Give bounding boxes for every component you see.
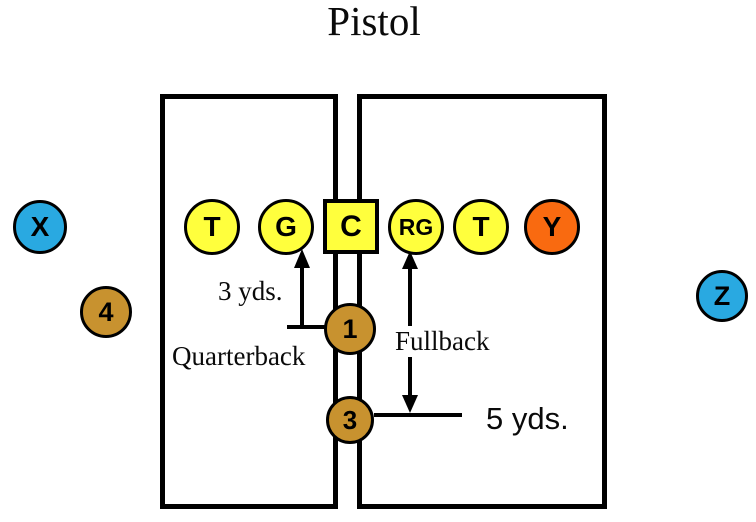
- qb-depth-label: 3 yds.: [218, 276, 283, 306]
- player-label: 3: [342, 405, 358, 435]
- quarterback-label: Quarterback: [172, 341, 306, 371]
- player-label: RG: [398, 213, 434, 240]
- player-left-tackle: T: [184, 199, 240, 255]
- fullback-label: Fullback: [392, 326, 493, 358]
- right-field-box: [357, 94, 607, 509]
- player-label: 4: [98, 296, 114, 327]
- player-label: T: [472, 211, 490, 242]
- fullback-depth-label: 5 yds.: [486, 401, 569, 436]
- player-label: C: [340, 209, 362, 243]
- player-right-guard: RG: [388, 199, 444, 255]
- player-split-end-x: X: [13, 200, 67, 254]
- player-right-tackle: T: [453, 199, 509, 255]
- player-quarterback-1: 1: [324, 303, 376, 355]
- player-label: X: [30, 211, 50, 242]
- player-label: 1: [342, 313, 358, 344]
- qb-depth-arrow: [287, 249, 325, 329]
- player-label: G: [275, 211, 297, 242]
- player-center: C: [323, 199, 379, 254]
- player-fullback-3: 3: [326, 396, 374, 444]
- player-tight-end-y: Y: [524, 199, 580, 255]
- page-title: Pistol: [327, 0, 421, 44]
- player-flanker-z: Z: [696, 270, 748, 322]
- player-back-4: 4: [80, 286, 132, 338]
- left-field-box: [160, 94, 338, 509]
- player-label: Z: [713, 280, 731, 311]
- player-left-guard: G: [258, 199, 314, 255]
- player-label: Y: [542, 211, 562, 242]
- player-label: T: [203, 211, 221, 242]
